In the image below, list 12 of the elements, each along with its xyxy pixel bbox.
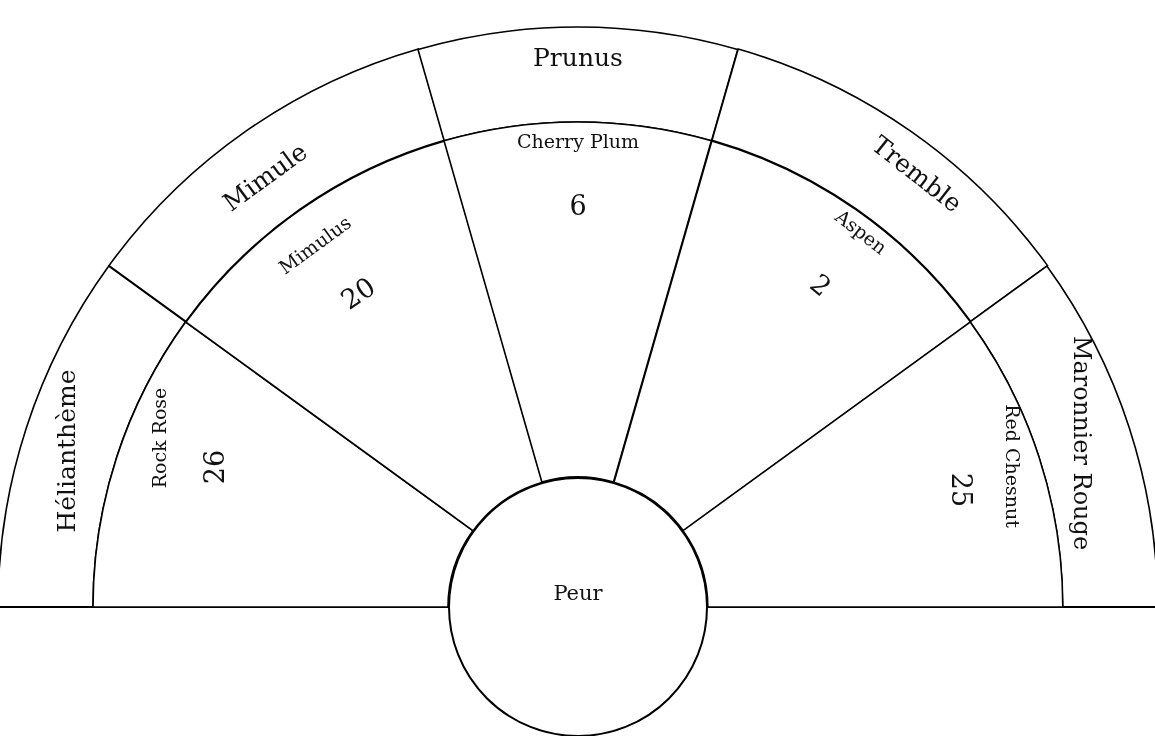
segment-label: Red Chesnut: [1002, 404, 1022, 528]
number-label: 6: [569, 191, 587, 219]
segment-label: Maronnier Rouge: [1070, 336, 1095, 551]
segment-label: Hélianthème: [53, 369, 79, 533]
segment-label: Rock Rose: [149, 387, 169, 488]
number-label: 20: [336, 272, 381, 315]
segment-label: Prunus: [533, 44, 623, 70]
number-label: 25: [947, 472, 974, 508]
center-label: Peur: [553, 582, 603, 604]
number-label: 2: [805, 269, 836, 301]
segment-label: Cherry Plum: [516, 131, 639, 151]
number-label: 26: [200, 450, 228, 485]
